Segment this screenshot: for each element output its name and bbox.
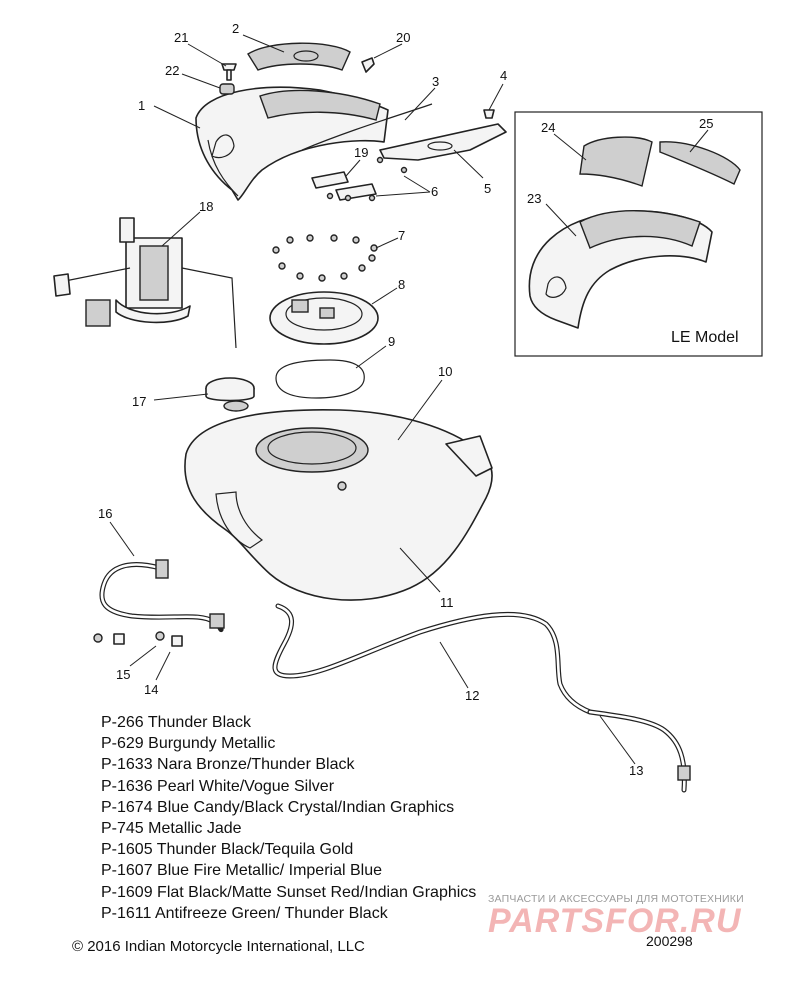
paint-code-item: P-1609 Flat Black/Matte Sunset Red/India…: [101, 883, 477, 901]
le-model-label: LE Model: [671, 329, 739, 346]
callout-16: 16: [98, 506, 112, 521]
callout-24: 24: [541, 120, 555, 135]
paint-code-item: P-1636 Pearl White/Vogue Silver: [101, 777, 335, 795]
callout-10: 10: [438, 364, 452, 379]
callout-numbers: 1 2 3 4 5 6 7 8 9 10 11 12 13 14 15 16 1…: [98, 21, 713, 778]
callout-20: 20: [396, 30, 410, 45]
paint-code-list: P-266 Thunder Black P-629 Burgundy Metal…: [101, 712, 476, 924]
callout-19: 19: [354, 145, 368, 160]
fastener-4: [483, 109, 495, 119]
callout-25: 25: [699, 116, 713, 131]
callout-3: 3: [432, 74, 439, 89]
callout-23: 23: [527, 191, 541, 206]
fuel-cap-17: [205, 377, 255, 435]
callout-8: 8: [398, 277, 405, 292]
callout-15: 15: [116, 667, 130, 682]
watermark-tagline: ЗАПЧАСТИ И АКСЕССУАРЫ ДЛЯ МОТОТЕХНИКИ: [488, 893, 744, 905]
fuel-tank-11: [184, 408, 493, 601]
paint-code-item: P-1611 Antifreeze Green/ Thunder Black: [101, 904, 388, 922]
callout-11: 11: [440, 595, 454, 610]
le-panel-25: [659, 141, 741, 185]
fitting-14: [155, 631, 183, 647]
callout-1: 1: [138, 98, 145, 113]
callout-18: 18: [199, 199, 213, 214]
le-panel-24: [579, 136, 653, 187]
callout-2: 2: [232, 21, 239, 36]
tank-console-cover: [195, 86, 389, 201]
callout-21: 21: [174, 30, 188, 45]
drawing-number: 200298: [646, 933, 693, 949]
callout-12: 12: [465, 688, 479, 703]
vent-hose-16: [99, 559, 225, 633]
bolt-21: [221, 63, 237, 81]
callout-22: 22: [165, 63, 179, 78]
paint-code-item: P-745 Metallic Jade: [101, 820, 242, 838]
watermark-logo: PARTSFOR.RU: [488, 902, 742, 940]
callout-5: 5: [484, 181, 491, 196]
fuel-pump-module-18: [53, 217, 237, 349]
fitting-15: [93, 633, 125, 645]
paint-code-item: P-1607 Blue Fire Metallic/ Imperial Blue: [101, 862, 383, 880]
callout-9: 9: [388, 334, 395, 349]
le-console-cover-23: [528, 210, 713, 329]
callout-14: 14: [144, 682, 158, 697]
console-top-cap: [247, 42, 351, 71]
paint-code-item: P-629 Burgundy Metallic: [101, 735, 276, 753]
paint-code-item: P-266 Thunder Black: [101, 714, 252, 731]
callout-7: 7: [398, 228, 405, 243]
seal-strip: [301, 103, 433, 151]
screw-20: [361, 57, 375, 73]
leader-lines: [109, 34, 709, 765]
le-model-inset: LE Model: [514, 111, 763, 357]
copyright-notice: © 2016 Indian Motorcycle International, …: [72, 938, 365, 955]
hose-13: [587, 709, 691, 793]
nut-ring-7: [272, 234, 378, 282]
hose-12: [272, 603, 593, 715]
callout-13: 13: [629, 763, 643, 778]
paint-code-item: P-1674 Blue Candy/Black Crystal/Indian G…: [101, 798, 455, 816]
mounting-plate: [379, 123, 507, 161]
callout-6: 6: [431, 184, 438, 199]
bracket-19: [311, 156, 408, 202]
callout-17: 17: [132, 394, 146, 409]
grommet-22: [219, 83, 235, 95]
paint-code-item: P-1605 Thunder Black/Tequila Gold: [101, 841, 354, 859]
paint-code-item: P-1633 Nara Bronze/Thunder Black: [101, 756, 355, 774]
callout-4: 4: [500, 68, 507, 83]
gasket-9: [275, 359, 365, 399]
pump-flange-8: [269, 291, 379, 345]
